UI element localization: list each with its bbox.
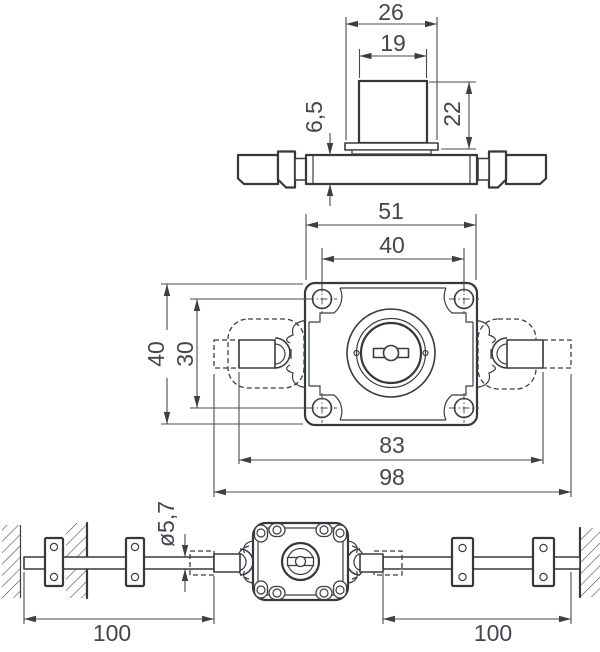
right-hook-end: [491, 337, 508, 369]
right-rod-neck: [477, 157, 490, 181]
right-hook-bottom-inner: [353, 552, 361, 572]
dim-cylinder-height: 22: [429, 81, 476, 150]
left-hook-end-inner: [274, 343, 286, 365]
right-flare-bottom: [347, 540, 358, 584]
right-rod-stub: [506, 339, 544, 369]
dim-label-40v: 40: [143, 341, 169, 367]
dim-hole-pitch-v: 30: [172, 298, 310, 409]
right-collar-flare: [476, 319, 496, 389]
installation-view: ø5,7 100 100: [2, 501, 600, 646]
right-rod-collar: [487, 150, 508, 189]
left-rod-dashed: [213, 339, 240, 369]
corner-screw-tabs: [253, 522, 348, 601]
dim-span-extended: 98: [213, 374, 572, 497]
left-rod-stub-bottom: [213, 553, 241, 573]
left-flare-bottom: [243, 540, 254, 584]
dim-case-thickness: 6,5: [301, 101, 334, 206]
dim-label-100-left: 100: [93, 620, 131, 646]
wall-left-outer: [2, 525, 22, 598]
dim-label-40h: 40: [379, 232, 405, 258]
dim-rod-length-left: 100: [23, 572, 215, 646]
left-hook-end: [274, 337, 291, 369]
dim-label-rod-diameter: ø5,7: [153, 501, 179, 547]
right-rod-stub-bottom: [359, 553, 384, 573]
dim-plug-width: 19: [358, 30, 428, 78]
left-rod-collar: [276, 150, 297, 189]
cylinder-flange: [344, 142, 439, 151]
dim-span-retracted: 83: [238, 372, 544, 464]
dim-label-83: 83: [379, 432, 405, 458]
keyhole-center: [382, 344, 400, 362]
keyhole-center-install: [294, 555, 307, 568]
dim-body-width: 51: [305, 198, 477, 280]
left-rod-neck: [294, 157, 307, 181]
lock-plate-install: [257, 527, 344, 596]
rod-guides: [43, 536, 556, 588]
dim-label-6-5: 6,5: [301, 101, 327, 133]
dim-rod-length-right: 100: [382, 572, 572, 646]
cylinder-face: [346, 308, 436, 398]
dim-label-100-right: 100: [474, 620, 512, 646]
left-collar-flare: [286, 319, 306, 389]
lock-case-side: [304, 153, 479, 186]
dim-label-19: 19: [380, 30, 406, 56]
dim-label-51: 51: [378, 198, 404, 224]
dim-hole-pitch-h: 40: [321, 232, 465, 292]
right-rod-dashed: [542, 339, 572, 369]
cylinder-flange-lip: [351, 149, 432, 155]
right-rod-side: [504, 153, 548, 186]
dim-label-22: 22: [439, 101, 465, 127]
right-hook-end-inner: [496, 343, 508, 365]
left-hook-bottom-inner: [239, 552, 247, 572]
dim-rod-diameter: ø5,7: [153, 501, 189, 592]
left-rod-side: [236, 153, 280, 186]
wall-right: [578, 526, 600, 599]
dim-body-height: 40: [143, 283, 303, 425]
dim-flange-width: 26: [345, 0, 438, 140]
cylinder-face-install: [280, 541, 321, 582]
cylinder-housing: [357, 79, 429, 145]
dim-label-26: 26: [378, 0, 404, 25]
side-view: 26 19 22 6,5: [236, 0, 548, 206]
mounting-holes: [307, 284, 479, 423]
plan-view: 51 40 40 30 83: [143, 198, 572, 497]
left-rod-stub: [238, 339, 276, 369]
dim-label-98: 98: [379, 464, 405, 490]
dim-label-30: 30: [172, 341, 198, 367]
